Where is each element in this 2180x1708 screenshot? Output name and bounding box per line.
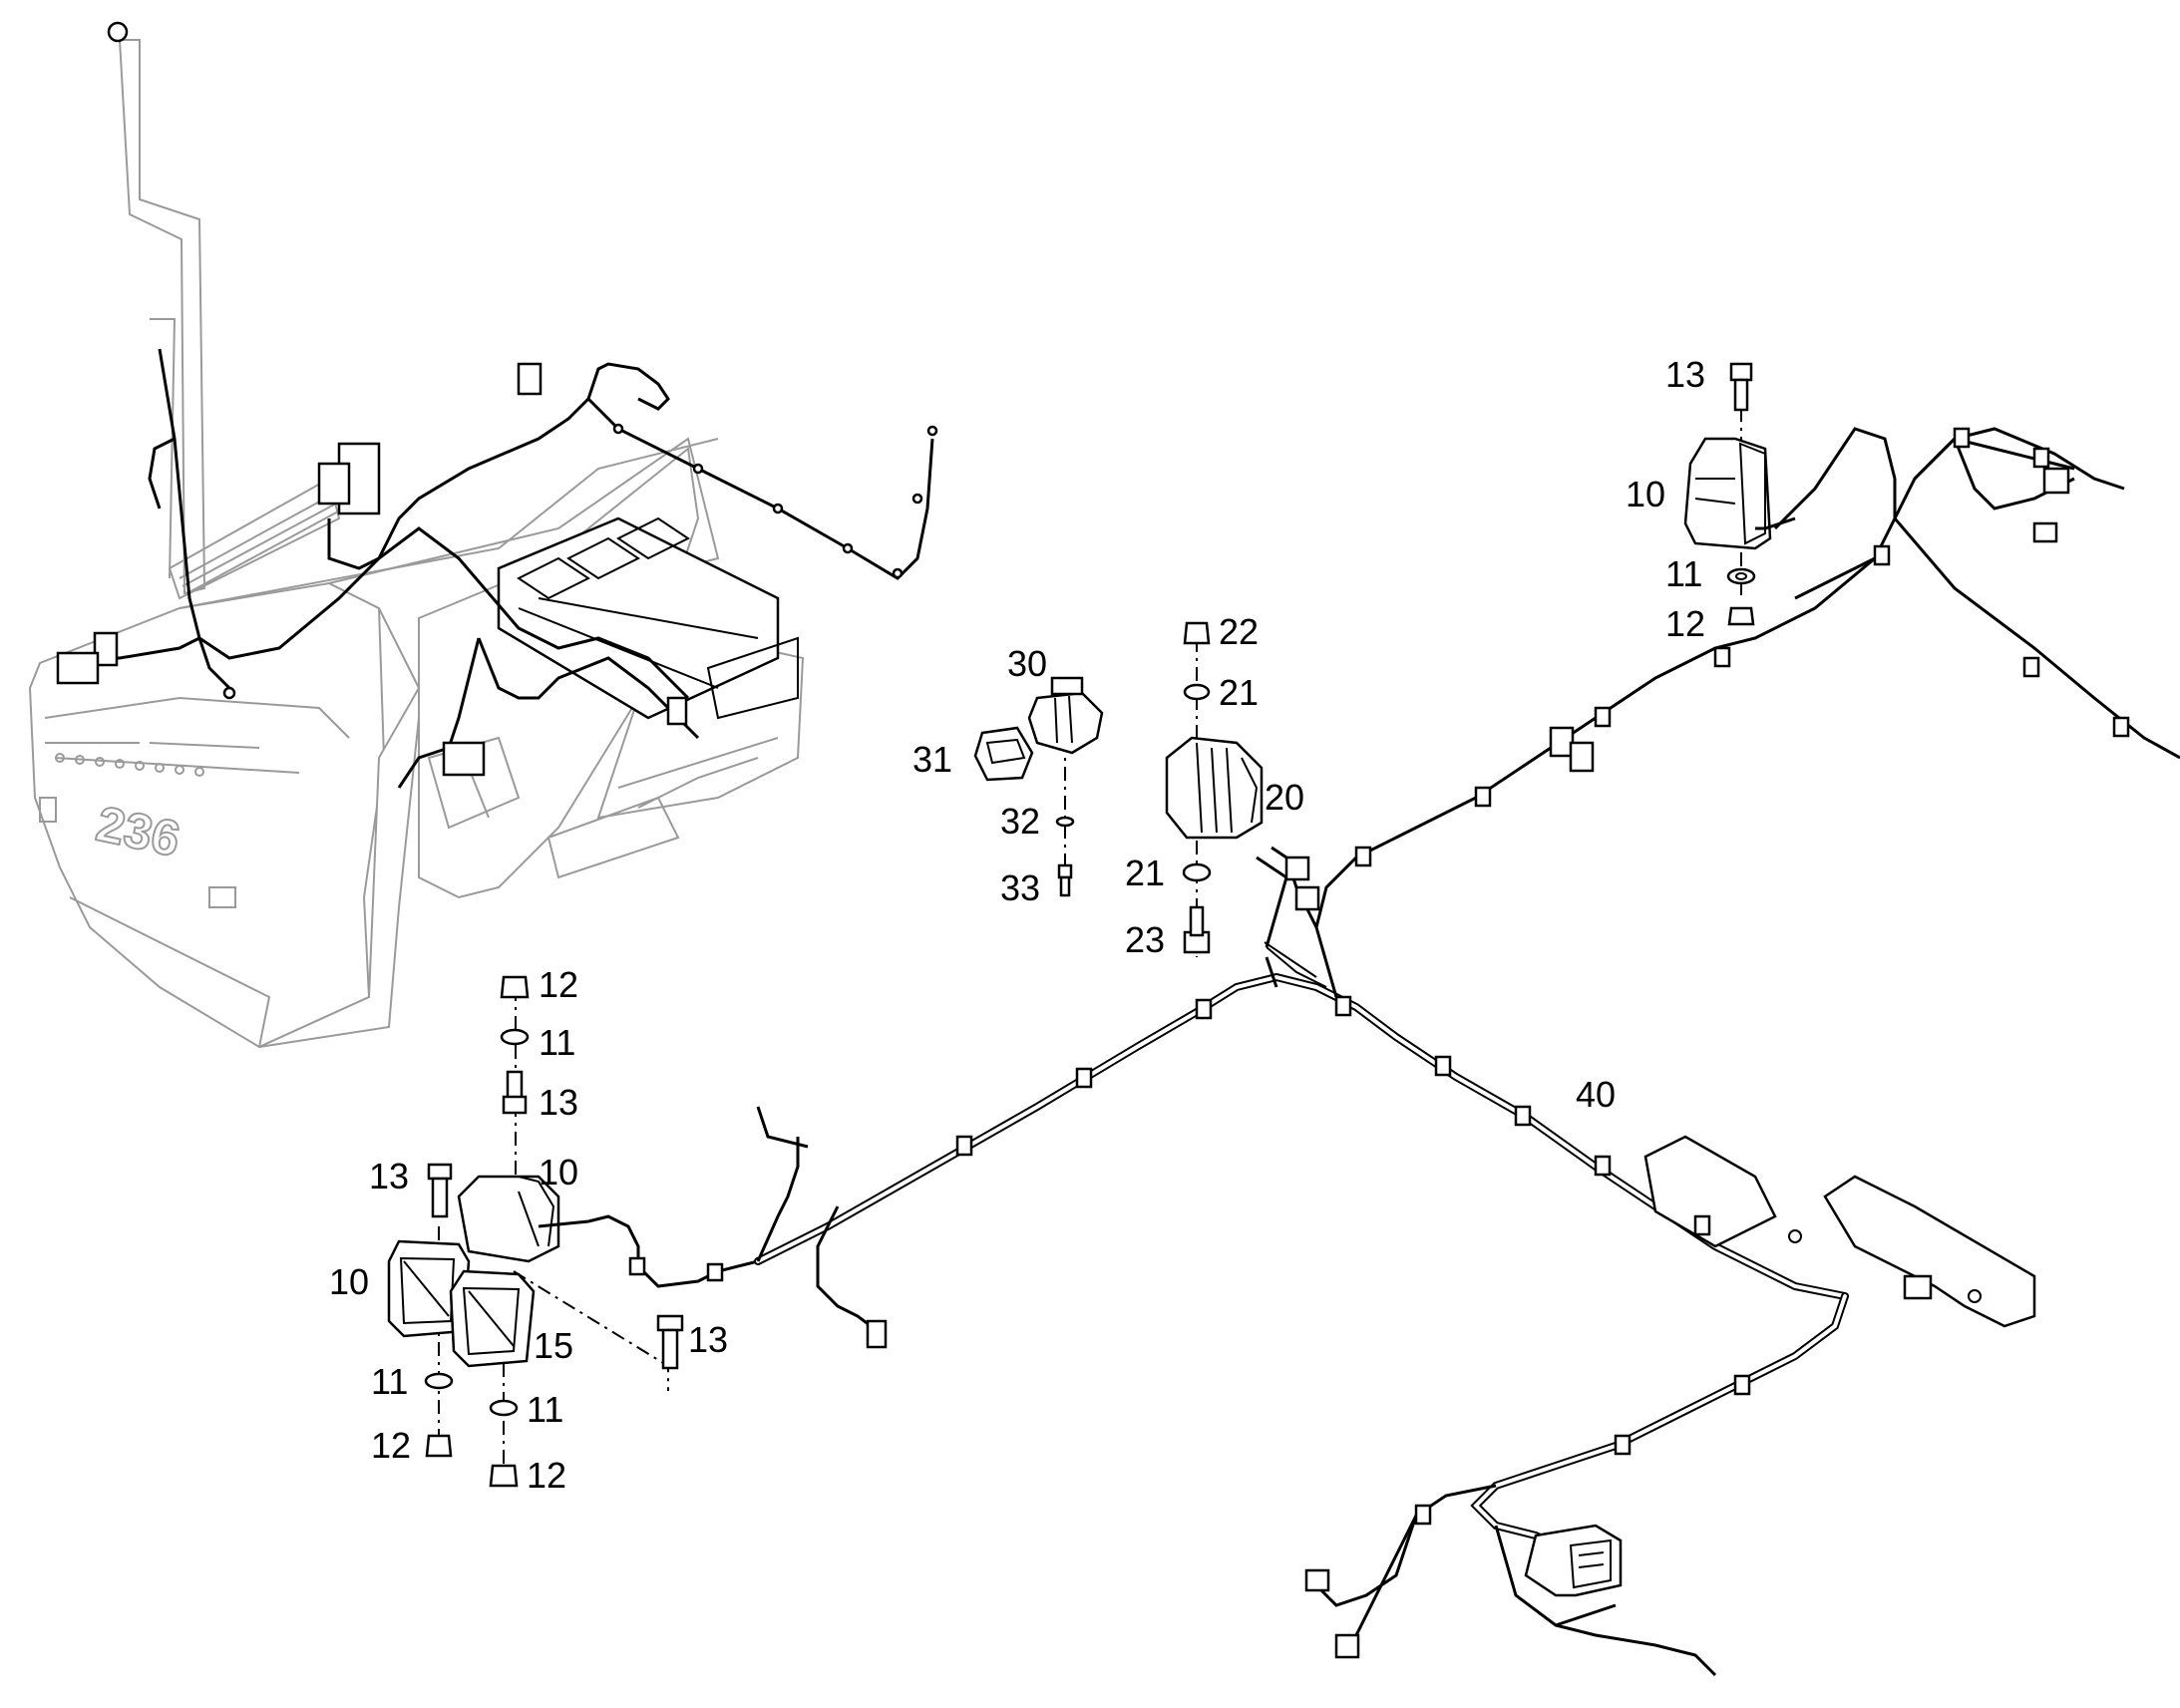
machine-body: 236: [28, 21, 805, 1049]
callout-13: 13: [1665, 354, 1705, 395]
connector-icon: [56, 362, 688, 777]
work-light-icon: [1683, 437, 1772, 550]
callout-11: 11: [371, 1361, 408, 1402]
callout-15: 15: [534, 1325, 573, 1366]
nut-icon: [500, 975, 530, 999]
nut-icon: [1727, 606, 1755, 626]
callout-10: 10: [539, 1152, 578, 1193]
radiator-grille: [168, 477, 341, 600]
callout-11: 11: [1665, 553, 1702, 594]
main-wiring-harness: [754, 427, 2180, 1677]
machine-wiring-harness: [56, 348, 938, 789]
washer-icon: [1182, 862, 1212, 882]
nut-icon: [425, 1434, 453, 1458]
callout-22: 22: [1219, 611, 1259, 652]
callout-23: 23: [1125, 919, 1165, 960]
horn-assembly: [1165, 621, 1264, 957]
callout-12: 12: [539, 964, 578, 1005]
callout-32: 32: [1000, 801, 1040, 842]
washer-icon: [424, 1372, 454, 1390]
nut-icon: [1183, 621, 1211, 645]
callout-11: 11: [527, 1389, 563, 1430]
washer-icon: [489, 1399, 519, 1417]
bolt-icon: [502, 1070, 528, 1115]
callout-20: 20: [1265, 777, 1304, 818]
callout-33: 33: [1000, 867, 1040, 908]
nut-icon: [489, 1464, 519, 1488]
callout-21: 21: [1219, 672, 1259, 713]
washer-icon: [1183, 683, 1211, 701]
callout-10: 10: [329, 1261, 369, 1302]
callout-40: 40: [1576, 1074, 1616, 1115]
work-light-icon: [449, 1269, 536, 1368]
work-light-front-assembly: [387, 975, 759, 1488]
bolt-icon: [1183, 905, 1211, 954]
callout-11: 11: [539, 1022, 575, 1063]
callout-12: 12: [527, 1455, 566, 1496]
work-light-icon: [457, 1175, 560, 1263]
callout-10: 10: [1626, 474, 1665, 514]
callout-13: 13: [539, 1082, 578, 1123]
beacon-assembly: [973, 676, 1104, 897]
main-connector: [1524, 1524, 1623, 1597]
washer-icon: [1726, 567, 1756, 585]
bolt-icon: [427, 1163, 453, 1218]
callout-13: 13: [369, 1156, 409, 1196]
callouts: 13 10 11 12 30 31 32 33 22 21 20 21 23 4…: [329, 354, 1705, 1496]
work-light-rear-assembly: [1683, 362, 1772, 626]
callout-31: 31: [912, 739, 952, 780]
beacon-icon: [1027, 676, 1104, 755]
callout-13: 13: [688, 1319, 728, 1360]
bolt-icon: [1057, 863, 1073, 897]
callout-21: 21: [1125, 853, 1165, 893]
bolt-icon: [1729, 362, 1753, 412]
callout-30: 30: [1007, 643, 1047, 684]
valve-block: [497, 516, 799, 720]
harness-clips: [955, 427, 2130, 1526]
connector-icon: [866, 467, 2070, 1659]
mounting-bracket: [1643, 1135, 2036, 1328]
front-vent-slots: [55, 753, 204, 777]
callout-12: 12: [371, 1425, 411, 1466]
bolt-icon: [656, 1314, 684, 1370]
exhaust-pipe: [107, 21, 206, 595]
washer-icon: [500, 1028, 530, 1046]
callout-12: 12: [1665, 603, 1705, 644]
